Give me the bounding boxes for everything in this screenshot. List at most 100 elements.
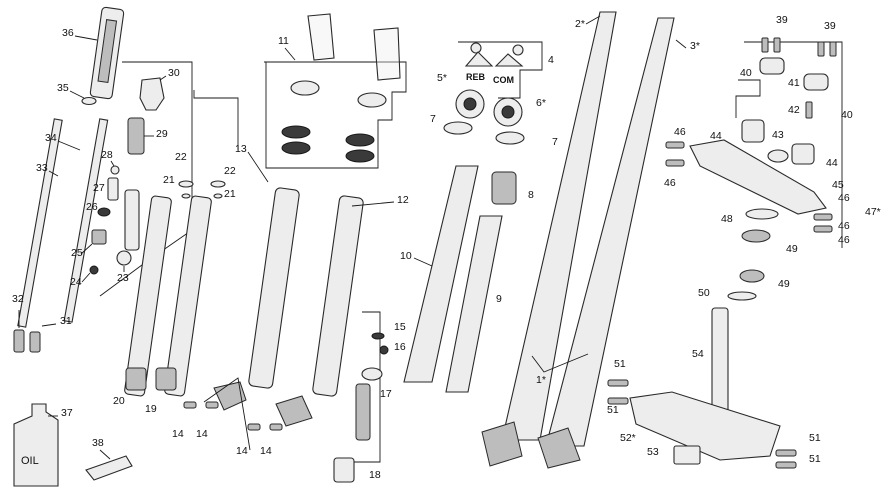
cartridge-tool-36 (74, 6, 125, 100)
callout-c37: 37 (61, 407, 73, 419)
washer-35 (69, 90, 97, 106)
callout-c26: 26 (86, 201, 98, 213)
callout-c45: 45 (832, 179, 844, 191)
callout-c39a: 39 (776, 14, 788, 26)
callout-c8: 8 (528, 189, 534, 201)
callout-c49b: 49 (778, 278, 790, 290)
part-25 (80, 229, 107, 255)
cap-6 (493, 97, 523, 127)
callout-c53: 53 (647, 446, 659, 458)
callout-c21b: 21 (224, 188, 236, 200)
part-23 (116, 250, 132, 272)
callout-c22a: 22 (175, 151, 187, 163)
callout-c33: 33 (36, 162, 48, 174)
part-15 (371, 332, 385, 340)
callout-c40a: 40 (740, 67, 752, 79)
callout-c30: 30 (168, 67, 180, 79)
piston-30 (139, 75, 167, 111)
callout-c50: 50 (698, 287, 710, 299)
part-32 (13, 310, 25, 353)
callout-c48: 48 (721, 213, 733, 225)
callout-c47: 47* (865, 206, 881, 218)
callout-c19: 19 (145, 403, 157, 415)
oring-26 (97, 207, 111, 217)
callout-c34: 34 (45, 132, 57, 144)
cap-18 (333, 457, 355, 483)
callout-c46b: 46 (664, 177, 676, 189)
callout-c7b: 7 (552, 136, 558, 148)
callout-c46d: 46 (838, 220, 850, 232)
bolts-51 (607, 379, 797, 469)
callout-c31: 31 (60, 315, 72, 327)
callout-c38: 38 (92, 437, 104, 449)
rod-34 (17, 118, 81, 328)
callout-c54: 54 (692, 348, 704, 360)
rings-21-22 (178, 180, 226, 199)
spring-9 (445, 215, 503, 393)
callout-c17: 17 (380, 388, 392, 400)
callout-c15: 15 (394, 321, 406, 333)
cap-5 (455, 89, 485, 119)
part-24 (81, 265, 99, 283)
inner-tube-19 (155, 195, 212, 397)
seals-group-11 (281, 47, 387, 163)
callout-c1: 1* (536, 374, 546, 386)
callout-c25: 25 (71, 247, 83, 259)
callout-c6: 6* (536, 97, 546, 109)
spring-29 (127, 117, 154, 155)
callout-c40b: 40 (841, 109, 853, 121)
callout-c14b: 14 (196, 428, 208, 440)
callout-c11: 11 (278, 35, 289, 47)
bolts-14 (183, 401, 283, 431)
oil-label: OIL (21, 455, 39, 467)
clamp-40 (759, 57, 785, 75)
callout-c16: 16 (394, 341, 406, 353)
clamp-44b (791, 143, 815, 165)
fork-leg-3 (537, 17, 687, 469)
callout-c22b: 22 (224, 165, 236, 177)
callout-c32: 32 (12, 293, 24, 305)
callout-c7a: 7 (430, 113, 436, 125)
callout-c23: 23 (117, 272, 129, 284)
callout-c10: 10 (400, 250, 412, 262)
callout-c46c: 46 (838, 192, 850, 204)
fork-leg-2 (481, 11, 617, 467)
lower-triple-clamp-52 (629, 391, 781, 461)
callout-c51d: 51 (809, 453, 821, 465)
callout-c44b: 44 (826, 157, 838, 169)
clamp-44a (741, 119, 765, 143)
callout-c4: 4 (548, 54, 554, 66)
part-31 (29, 323, 57, 353)
com-label: COM (493, 75, 514, 85)
callout-c39b: 39 (824, 20, 836, 32)
callout-c44a: 44 (710, 130, 722, 142)
callout-c2: 2* (575, 18, 585, 30)
callout-c51c: 51 (809, 432, 821, 444)
callout-c14c: 14 (236, 445, 248, 457)
callout-c20: 20 (113, 395, 125, 407)
adjuster-icons-4: REB COM (464, 42, 524, 85)
cartridge-body (124, 189, 140, 251)
clamp-41 (803, 73, 829, 91)
outer-tube-12 (275, 195, 395, 427)
bolt-43 (767, 149, 789, 163)
valve-17 (355, 367, 383, 441)
valve-27 (107, 177, 119, 201)
callout-c5: 5* (437, 72, 447, 84)
washer-48 (745, 208, 779, 220)
inner-tube-20 (124, 195, 172, 397)
washer-50 (727, 291, 757, 301)
reb-label: REB (466, 72, 486, 82)
callout-c52: 52* (620, 432, 636, 444)
valve-28 (110, 160, 120, 175)
callout-c13: 13 (235, 143, 247, 155)
dust-caps (307, 13, 401, 81)
callout-c46a: 46 (674, 126, 686, 138)
spacer-8 (491, 171, 517, 205)
callout-c12: 12 (397, 194, 409, 206)
callout-c35: 35 (57, 82, 69, 94)
grease-tube-38 (85, 449, 133, 481)
callout-c51b: 51 (607, 404, 619, 416)
